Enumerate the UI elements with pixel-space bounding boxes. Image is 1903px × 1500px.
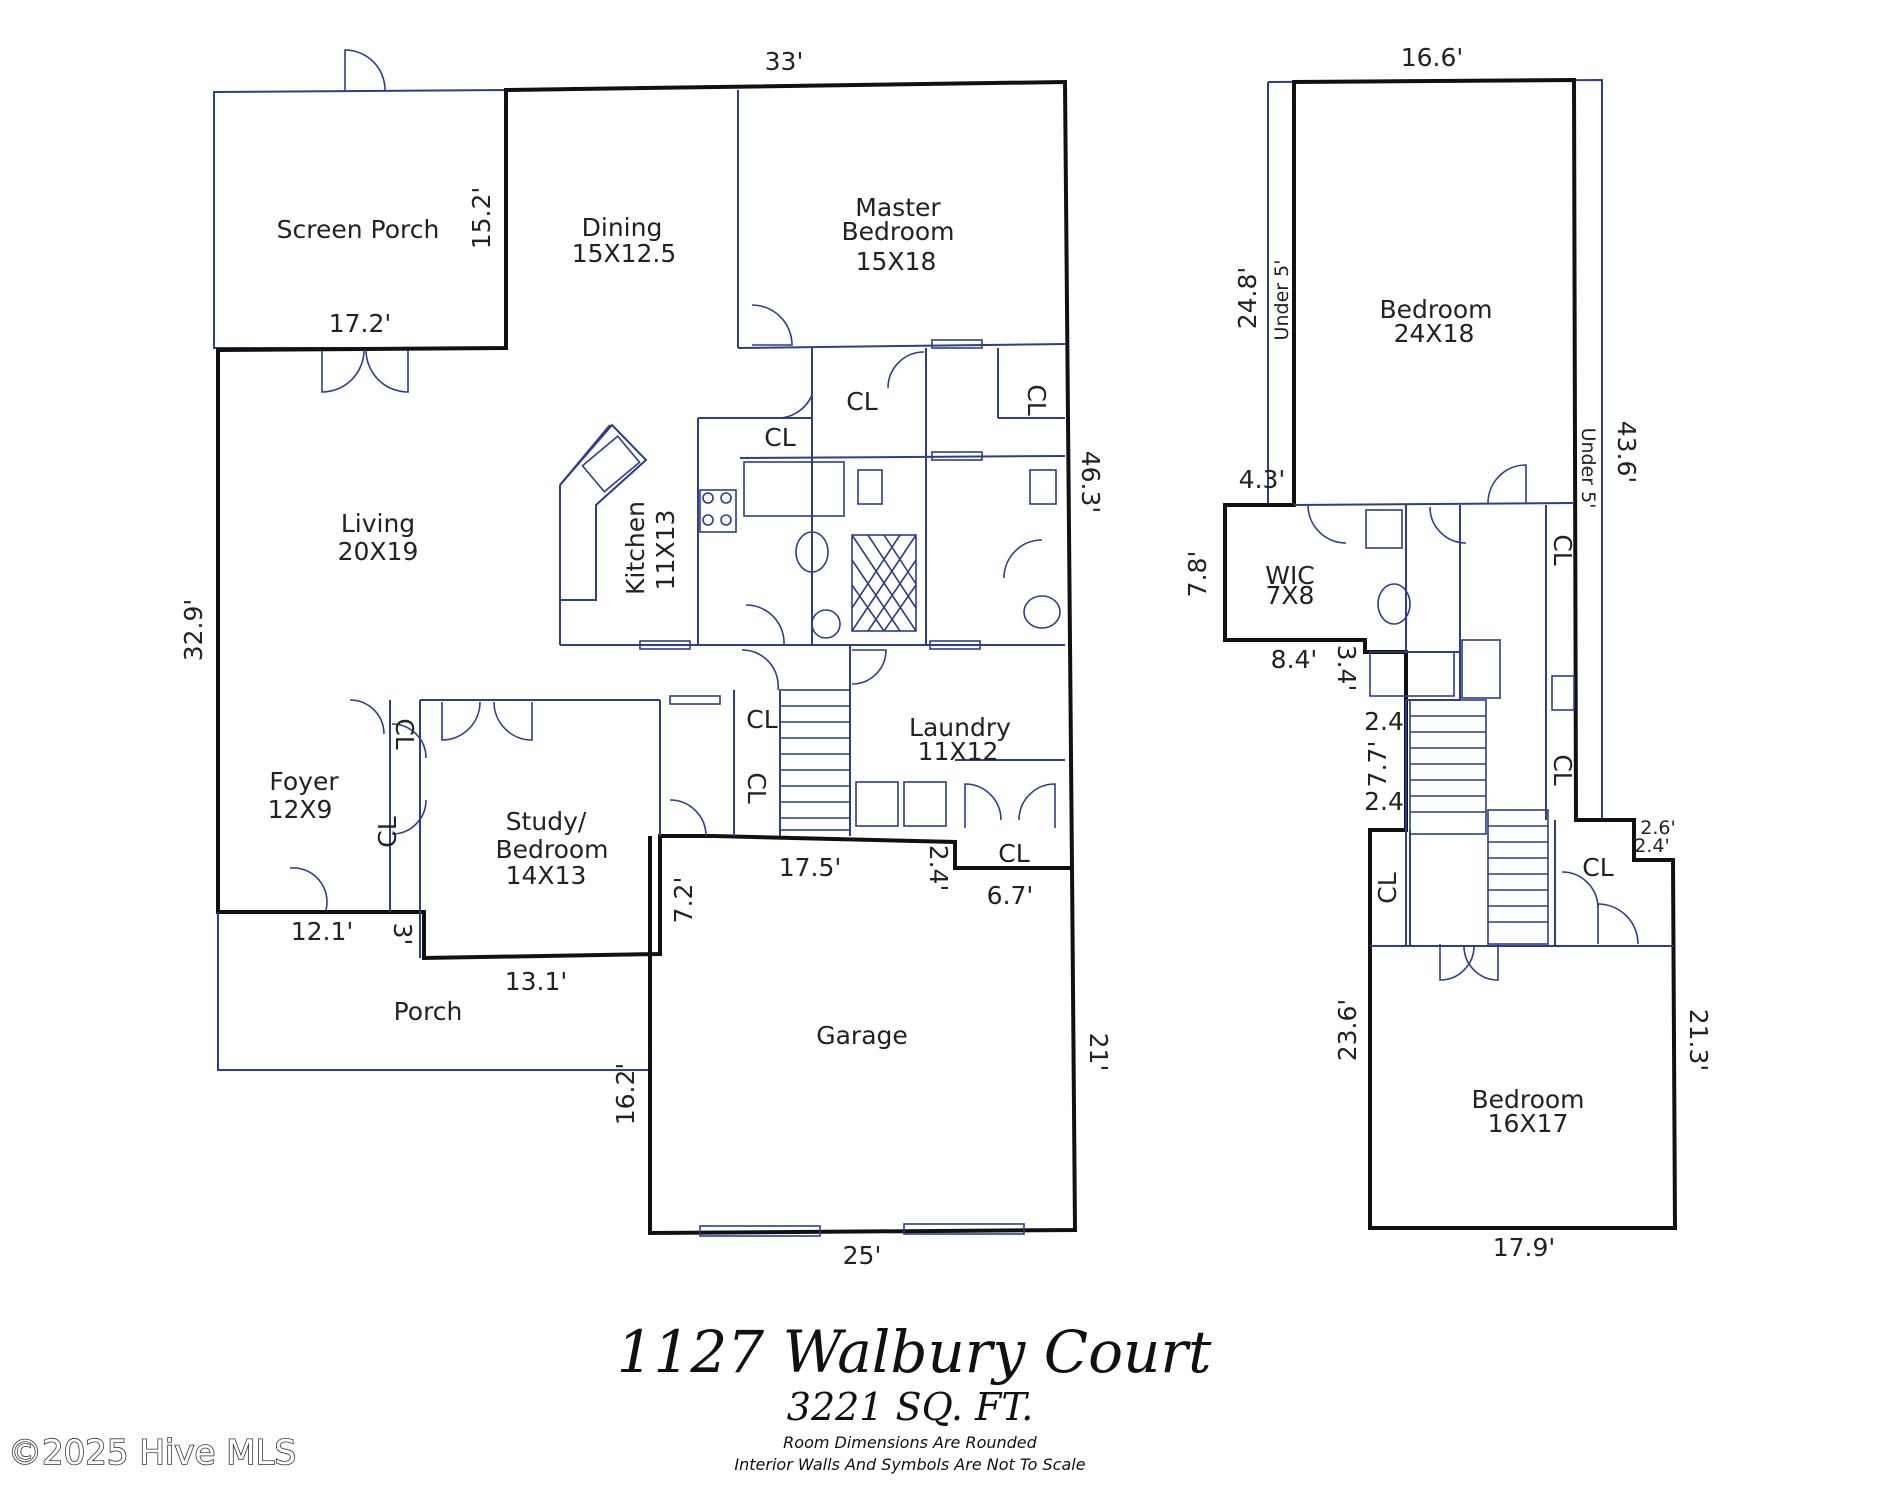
dim-up-top: 16.6' (1401, 43, 1464, 72)
dim-bed2-bottom: 17.9' (1493, 1233, 1556, 1262)
dim-porch-top: 12.1' (291, 917, 354, 946)
copyright-watermark: ©2025 Hive MLS (8, 1433, 296, 1473)
dim-notch-b: 2.4' (1634, 835, 1669, 857)
label-master-2: Bedroom (841, 217, 954, 246)
label-up-bedroom: Bedroom (1379, 295, 1492, 324)
dim-bed2-left: 23.6' (1333, 999, 1362, 1062)
dim-wic-top: 4.3' (1239, 465, 1286, 494)
label-cl-10: CL (1548, 754, 1577, 785)
dim-garage-step: 7.2' (669, 877, 698, 924)
closet-labels: CL CL CL CL CL CL CL CL CL CL CL CL Unde… (373, 260, 1614, 904)
label-living: Living (341, 509, 415, 538)
label-master-size: 15X18 (856, 247, 937, 276)
dim-garage-right: 21' (1084, 1033, 1113, 1072)
dim-wic-step: 3.4' (1332, 645, 1361, 692)
dim-garage-top: 17.5' (779, 853, 842, 882)
label-wic: WIC (1265, 561, 1315, 590)
dim-stair-top: 2.4 (1364, 707, 1404, 736)
label-study-2: Bedroom (495, 835, 608, 864)
dim-screen-porch-side: 15.2' (467, 187, 496, 250)
dim-stair-mid: 7.7' (1363, 741, 1392, 788)
label-cl-11: CL (1373, 872, 1402, 903)
label-study-size: 14X13 (506, 861, 587, 890)
label-cl-7: CL (373, 816, 402, 847)
label-under5-right: Under 5' (1577, 428, 1599, 509)
dim-wic-side: 7.8' (1183, 551, 1212, 598)
dim-right-main: 46.3' (1076, 451, 1105, 514)
label-garage: Garage (816, 1021, 908, 1050)
dim-up-right: 43.6' (1612, 421, 1641, 484)
label-foyer-size: 12X9 (268, 795, 333, 824)
dim-top: 33' (765, 47, 804, 76)
label-cl-5: CL (742, 772, 771, 803)
label-kitchen-size: 11X13 (651, 510, 680, 591)
main-floor (213, 49, 1078, 1237)
label-wic-size: 7X8 (1266, 581, 1315, 610)
label-cl-9: CL (1548, 534, 1577, 565)
note-scale: Interior Walls And Symbols Are Not To Sc… (734, 1455, 1085, 1474)
label-bedroom2-size: 16X17 (1488, 1109, 1569, 1138)
label-dining: Dining (582, 213, 663, 242)
label-laundry: Laundry (909, 713, 1011, 742)
label-cl-2: CL (764, 423, 795, 452)
label-cl-8: CL (998, 839, 1029, 868)
label-study-1: Study/ (506, 807, 587, 836)
dim-notch-a: 2.6' (1640, 817, 1675, 839)
label-cl-4: CL (746, 705, 777, 734)
label-cl-3: CL (1022, 384, 1051, 415)
footer: 1127 Walbury Court 3221 SQ. FT. Room Dim… (7, 1318, 1213, 1474)
label-dining-size: 15X12.5 (572, 239, 677, 268)
label-living-size: 20X19 (338, 537, 419, 566)
dim-up-left: 24.8' (1233, 267, 1262, 330)
dim-laundry-step: 2.4' (924, 845, 953, 892)
label-cl-12: CL (1582, 853, 1613, 882)
label-up-bedroom-size: 24X18 (1394, 319, 1475, 348)
label-screen-porch: Screen Porch (277, 215, 440, 244)
dim-garage-bottom: 25' (843, 1241, 882, 1270)
label-cl-6: CL (390, 718, 419, 749)
label-kitchen: Kitchen (621, 501, 650, 595)
dim-study-bottom: 13.1' (505, 967, 568, 996)
square-footage: 3221 SQ. FT. (787, 1385, 1033, 1429)
upper-floor (1223, 77, 1678, 1230)
room-labels: Screen Porch Dining 15X12.5 Master Bedro… (268, 193, 1585, 1138)
dim-porch-step: 3' (388, 923, 417, 946)
label-laundry-size: 11X12 (918, 737, 999, 766)
label-bedroom2: Bedroom (1471, 1085, 1584, 1114)
dim-stair-bot: 2.4 (1364, 787, 1404, 816)
dim-bed2-right: 21.3' (1684, 1009, 1713, 1072)
dim-screen-porch-bottom: 17.2' (329, 309, 392, 338)
dimension-labels: 33' 15.2' 17.2' 46.3' 32.9' 12.1' 3' 13.… (179, 43, 1713, 1270)
dim-wic-bottom: 8.4' (1271, 645, 1318, 674)
label-foyer: Foyer (269, 767, 339, 796)
dim-cl-bottom: 6.7' (987, 881, 1034, 910)
address-title: 1127 Walbury Court (617, 1318, 1213, 1386)
label-under5-left: Under 5' (1271, 260, 1293, 341)
label-master-1: Master (855, 193, 941, 222)
dim-left-main: 32.9' (179, 599, 208, 662)
label-porch: Porch (394, 997, 463, 1026)
dim-garage-left: 16.2' (611, 1063, 640, 1126)
note-rounded: Room Dimensions Are Rounded (783, 1433, 1037, 1452)
label-cl-1: CL (846, 387, 877, 416)
